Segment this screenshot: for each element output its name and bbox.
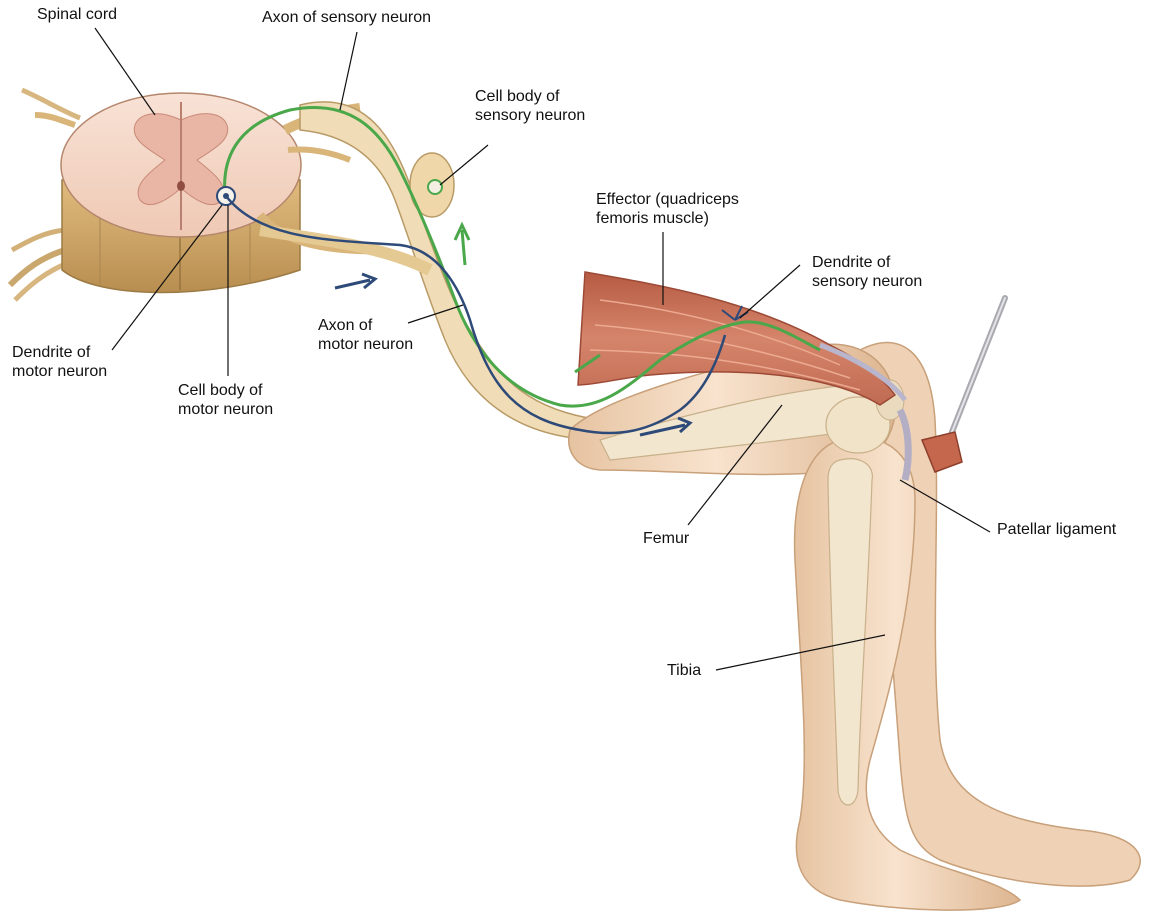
label-effector-muscle: Effector (quadriceps femoris muscle) bbox=[596, 190, 739, 228]
label-cell-body-sensory-neuron: Cell body of sensory neuron bbox=[475, 87, 585, 125]
label-patellar-ligament: Patellar ligament bbox=[997, 520, 1116, 539]
label-tibia: Tibia bbox=[667, 661, 701, 680]
label-cell-body-motor-neuron: Cell body of motor neuron bbox=[178, 381, 273, 419]
label-femur: Femur bbox=[643, 529, 689, 548]
reflex-hammer-icon bbox=[922, 298, 1005, 472]
label-spinal-cord: Spinal cord bbox=[37, 5, 117, 24]
label-axon-sensory-neuron: Axon of sensory neuron bbox=[262, 8, 431, 27]
legs bbox=[569, 343, 1140, 911]
label-dendrite-motor-neuron: Dendrite of motor neuron bbox=[12, 343, 107, 381]
label-axon-motor-neuron: Axon of motor neuron bbox=[318, 316, 413, 354]
label-dendrite-sensory-neuron: Dendrite of sensory neuron bbox=[812, 253, 922, 291]
